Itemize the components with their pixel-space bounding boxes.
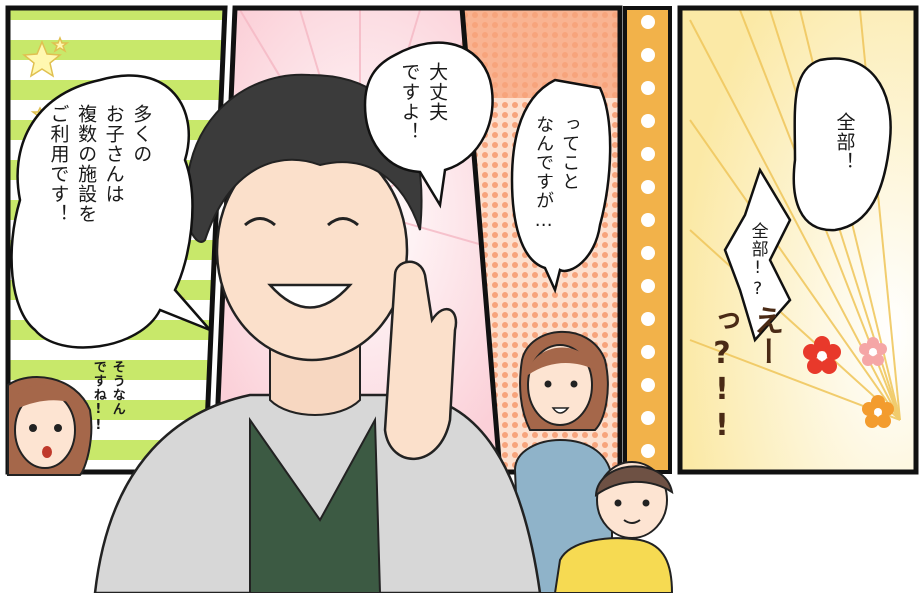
bubble-left-main-text: 多くの お子さんは 複数の施設を ご利用です！: [44, 104, 154, 334]
man-figure: [93, 73, 542, 595]
left-line-2: お子さんは: [102, 104, 125, 204]
rc-line-2: なんですが…: [533, 115, 555, 232]
child-figure: [553, 461, 674, 594]
bubble-right-mid: [723, 167, 792, 343]
center-line-2: ですよ！: [398, 62, 421, 142]
gold-strip: [623, 6, 672, 474]
bubble-center: [363, 41, 494, 209]
left-line-3: 複数の施設を: [75, 104, 98, 224]
left-line-4: ご利用です！: [47, 104, 70, 224]
bubble-right-top: [792, 57, 892, 232]
center-line-1: 大丈夫: [426, 62, 449, 122]
shout-text: えーっ?!!: [700, 305, 787, 475]
rt-line-1: 全部！: [833, 112, 856, 172]
rm-line-1: 全部!?: [747, 222, 768, 300]
mother-figure: [513, 330, 613, 594]
bubble-right-center: [510, 78, 612, 294]
woman-left-figure: [7, 376, 93, 476]
flower-icon: [803, 336, 894, 428]
bubble-left-small-text: そうなん ですね!!: [88, 360, 126, 450]
bubble-right-center-text: ってこと なんですが…: [530, 115, 582, 265]
small-line-1: そうなん: [109, 360, 125, 416]
bubble-right-mid-text: 全部!?: [745, 222, 770, 312]
bubble-left-main: [10, 74, 211, 349]
left-line-1: 多くの: [130, 104, 153, 164]
shout-line: えーっ?!!: [704, 305, 784, 444]
bubble-right-top-text: 全部！: [830, 112, 858, 202]
bubble-center-text: 大丈夫 ですよ！: [395, 62, 450, 172]
rc-line-1: ってこと: [559, 115, 581, 191]
small-line-2: ですね!!: [90, 360, 106, 434]
